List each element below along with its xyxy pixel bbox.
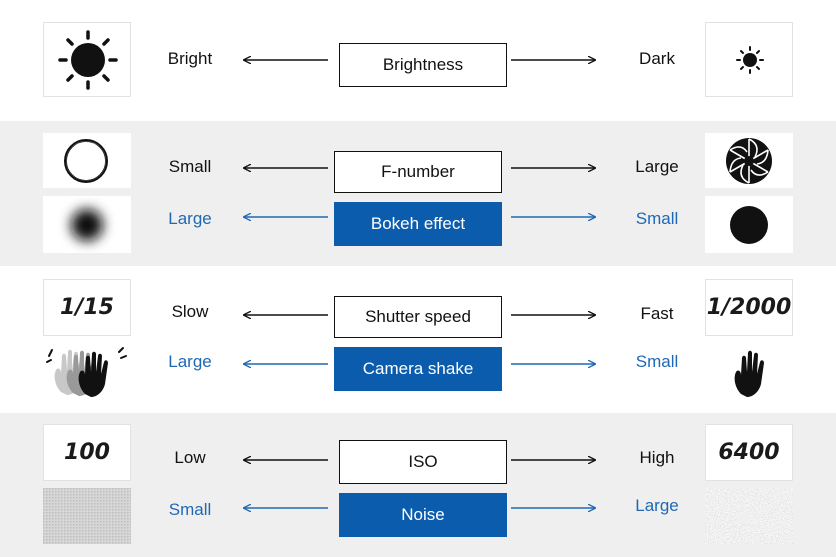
noise-label-box: Noise	[339, 493, 507, 537]
shake-label-box: Camera shake	[334, 347, 502, 391]
shake-right-word: Small	[635, 352, 679, 371]
aperture-open-icon	[43, 133, 131, 188]
shutter-left-arrow	[240, 310, 328, 320]
iso-right-word: High	[639, 448, 675, 467]
high-noise-texture	[705, 488, 793, 544]
brightness-right-word: Dark	[639, 49, 675, 68]
fnumber-right-arrow	[511, 163, 599, 173]
bokeh-left-arrow	[240, 212, 328, 222]
fnumber-left-word: Small	[168, 157, 212, 176]
bokeh-sharp-icon	[705, 196, 793, 253]
shutter-right-word: Fast	[640, 304, 674, 323]
shutter-slow-value: 1/15	[43, 279, 131, 336]
iso-low-value: 100	[43, 424, 131, 481]
steady-hand-icon	[705, 342, 793, 398]
brightness-left-word: Bright	[167, 49, 213, 68]
brightness-right-arrow	[511, 55, 599, 65]
shaky-hand-icon	[43, 342, 131, 398]
iso-high-value: 6400	[705, 424, 793, 481]
iso-right-arrow	[511, 455, 599, 465]
bokeh-right-arrow	[511, 212, 599, 222]
low-noise-texture	[43, 488, 131, 544]
bokeh-right-word: Small	[635, 209, 679, 228]
iso-left-word: Low	[174, 448, 206, 467]
shake-left-arrow	[240, 359, 328, 369]
bokeh-left-word: Large	[168, 209, 212, 228]
fnumber-right-word: Large	[635, 157, 679, 176]
bokeh-blur-icon	[43, 196, 131, 253]
shake-right-arrow	[511, 359, 599, 369]
shutter-label-box: Shutter speed	[334, 296, 502, 338]
iso-left-arrow	[240, 455, 328, 465]
brightness-label-box: Brightness	[339, 43, 507, 87]
shutter-fast-value: 1/2000	[705, 279, 793, 336]
noise-right-arrow	[511, 503, 599, 513]
brightness-left-arrow	[240, 55, 328, 65]
bokeh-label-box: Bokeh effect	[334, 202, 502, 246]
sun-small-icon	[705, 22, 793, 97]
aperture-closed-icon	[705, 133, 793, 188]
shake-left-word: Large	[168, 352, 212, 371]
shutter-right-arrow	[511, 310, 599, 320]
noise-right-word: Large	[635, 496, 679, 515]
shutter-left-word: Slow	[171, 302, 209, 321]
sun-large-icon	[43, 22, 131, 97]
fnumber-left-arrow	[240, 163, 328, 173]
noise-left-word: Small	[168, 500, 212, 519]
noise-left-arrow	[240, 503, 328, 513]
iso-label-box: ISO	[339, 440, 507, 484]
fnumber-label-box: F-number	[334, 151, 502, 193]
